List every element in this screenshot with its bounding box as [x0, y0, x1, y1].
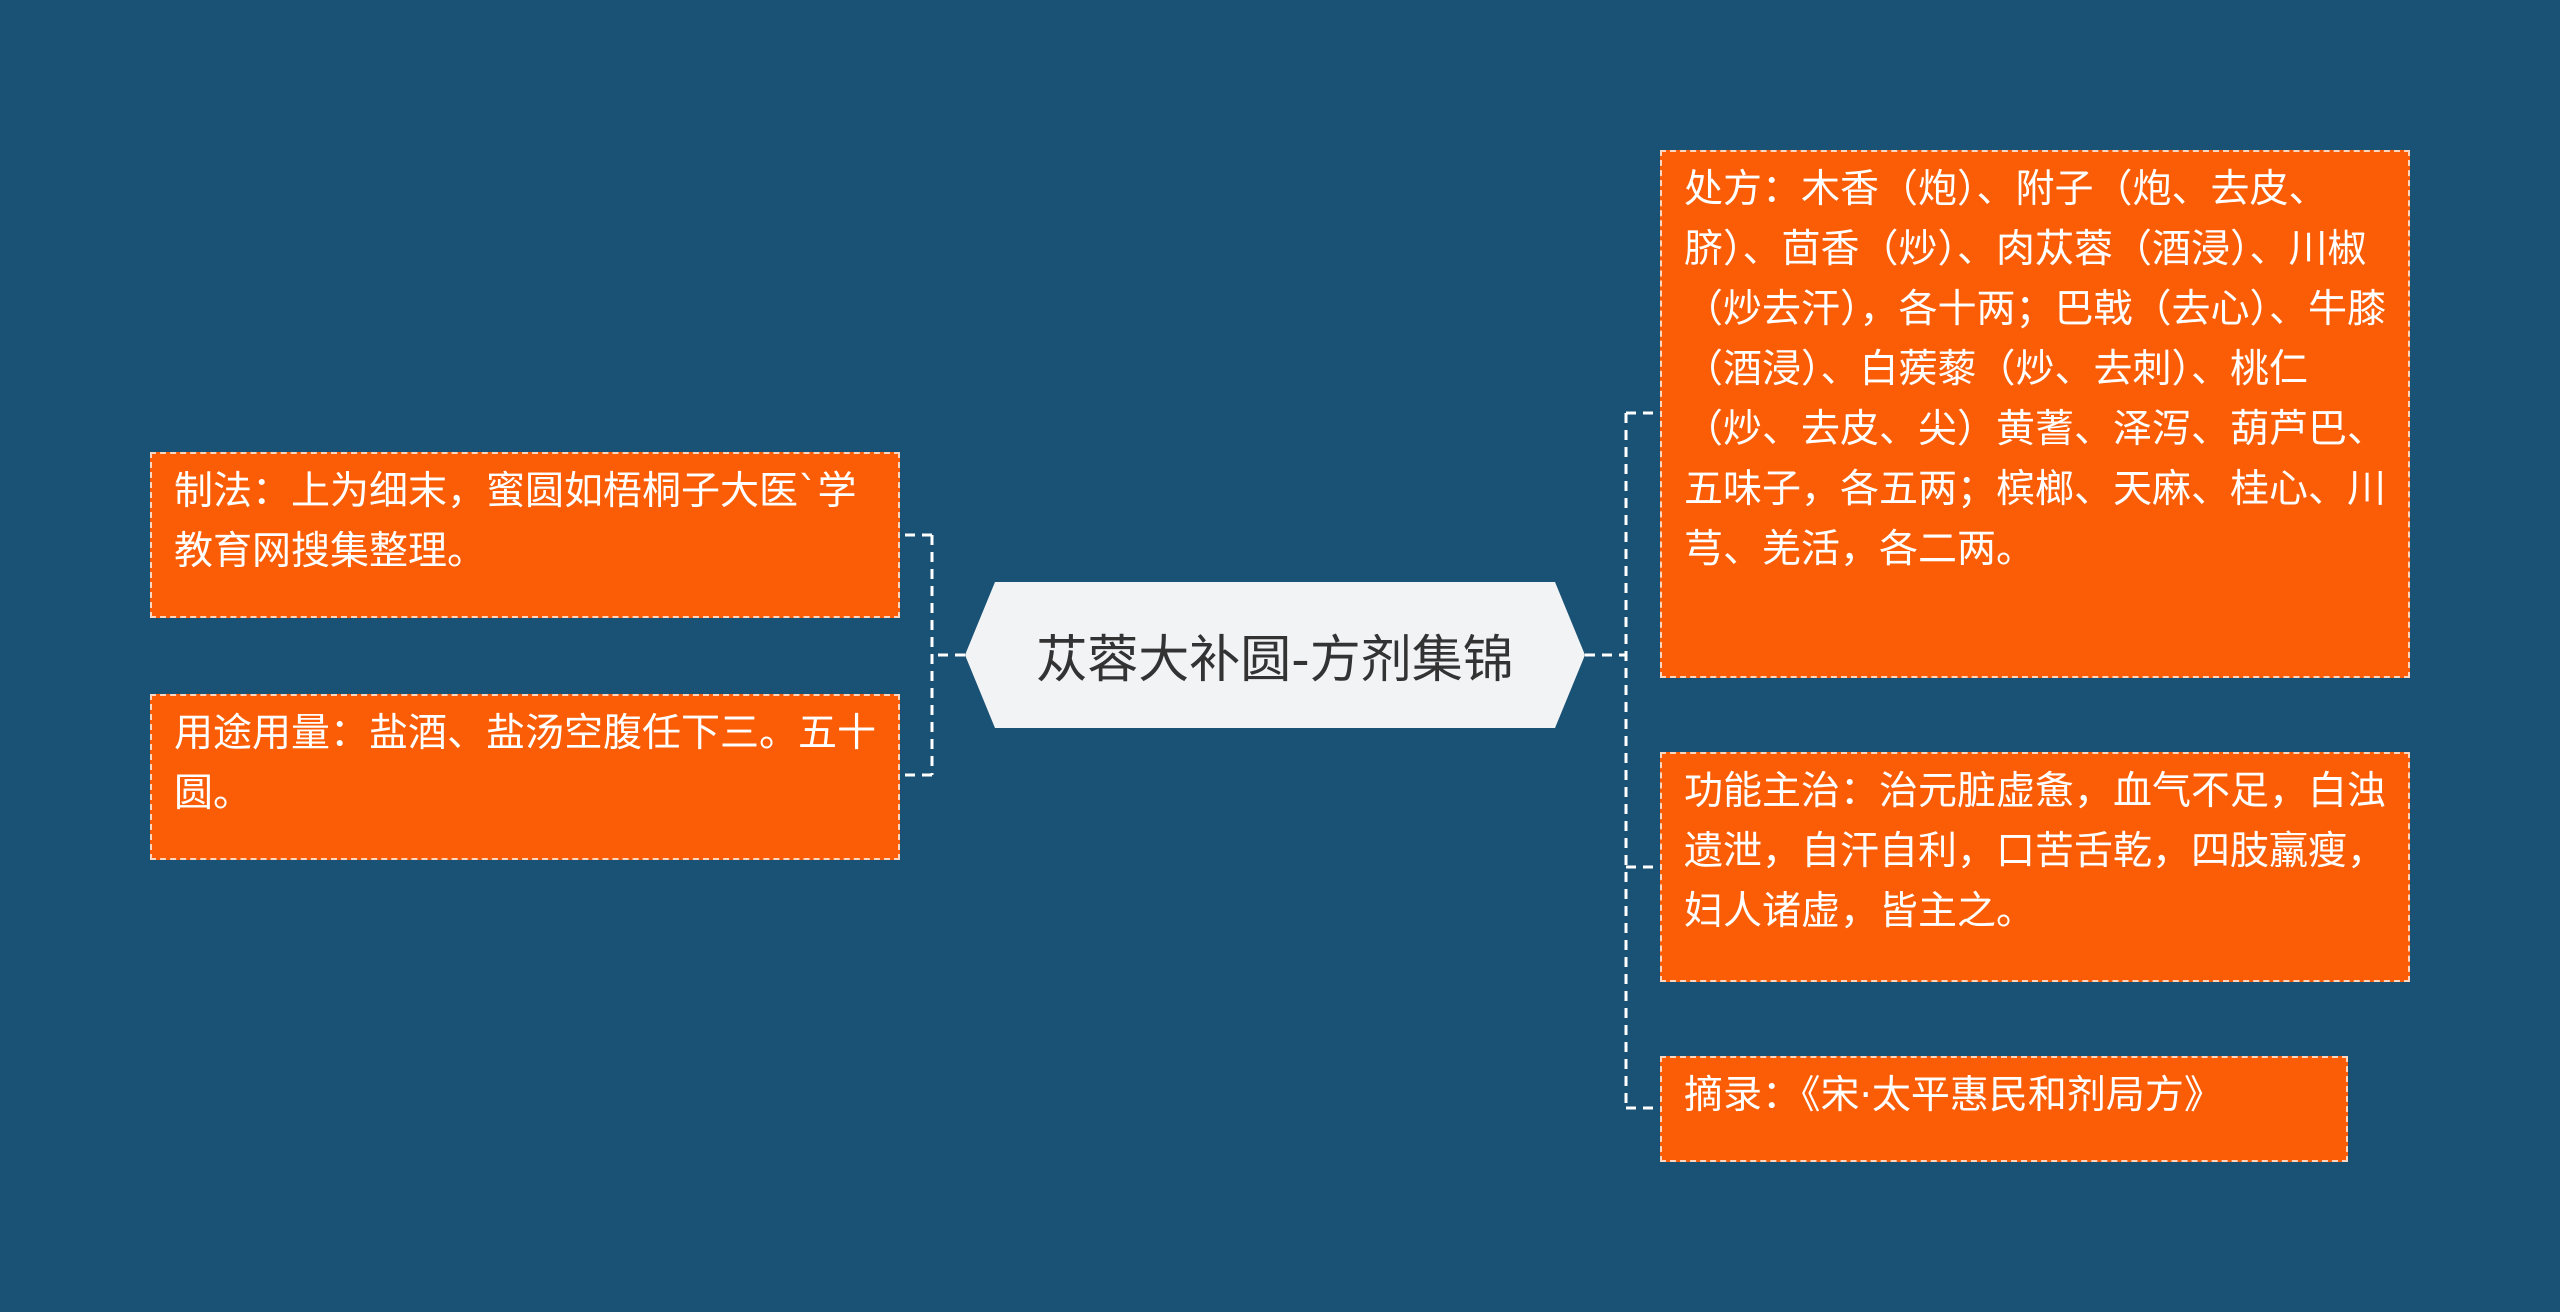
leaf-node-text: 用途用量：盐酒、盐汤空腹任下三。五十圆。: [174, 711, 877, 816]
leaf-node-source[interactable]: 摘录：《宋·太平惠民和剂局方》: [1660, 1056, 2348, 1162]
leaf-node-indications[interactable]: 功能主治：治元脏虚惫，血气不足，白浊遗泄，自汗自利，口苦舌乾，四肢羸瘦，妇人诸虚…: [1660, 752, 2410, 982]
leaf-node-usage-dosage[interactable]: 用途用量：盐酒、盐汤空腹任下三。五十圆。: [150, 694, 900, 860]
leaf-node-text: 摘录：《宋·太平惠民和剂局方》: [1684, 1073, 2223, 1118]
root-topic-node[interactable]: 苁蓉大补圆-方剂集锦: [965, 582, 1585, 728]
leaf-node-text: 处方：木香（炮）、附子（炮、去皮、脐）、茴香（炒）、肉苁蓉（酒浸）、川椒（炒去汗…: [1684, 167, 2387, 572]
leaf-node-text: 功能主治：治元脏虚惫，血气不足，白浊遗泄，自汗自利，口苦舌乾，四肢羸瘦，妇人诸虚…: [1684, 769, 2387, 934]
leaf-node-text: 制法：上为细末，蜜圆如梧桐子大医`学教育网搜集整理。: [174, 469, 857, 574]
leaf-node-preparation[interactable]: 制法：上为细末，蜜圆如梧桐子大医`学教育网搜集整理。: [150, 452, 900, 618]
root-topic-title: 苁蓉大补圆-方剂集锦: [1036, 631, 1514, 690]
leaf-node-prescription[interactable]: 处方：木香（炮）、附子（炮、去皮、脐）、茴香（炒）、肉苁蓉（酒浸）、川椒（炒去汗…: [1660, 150, 2410, 678]
